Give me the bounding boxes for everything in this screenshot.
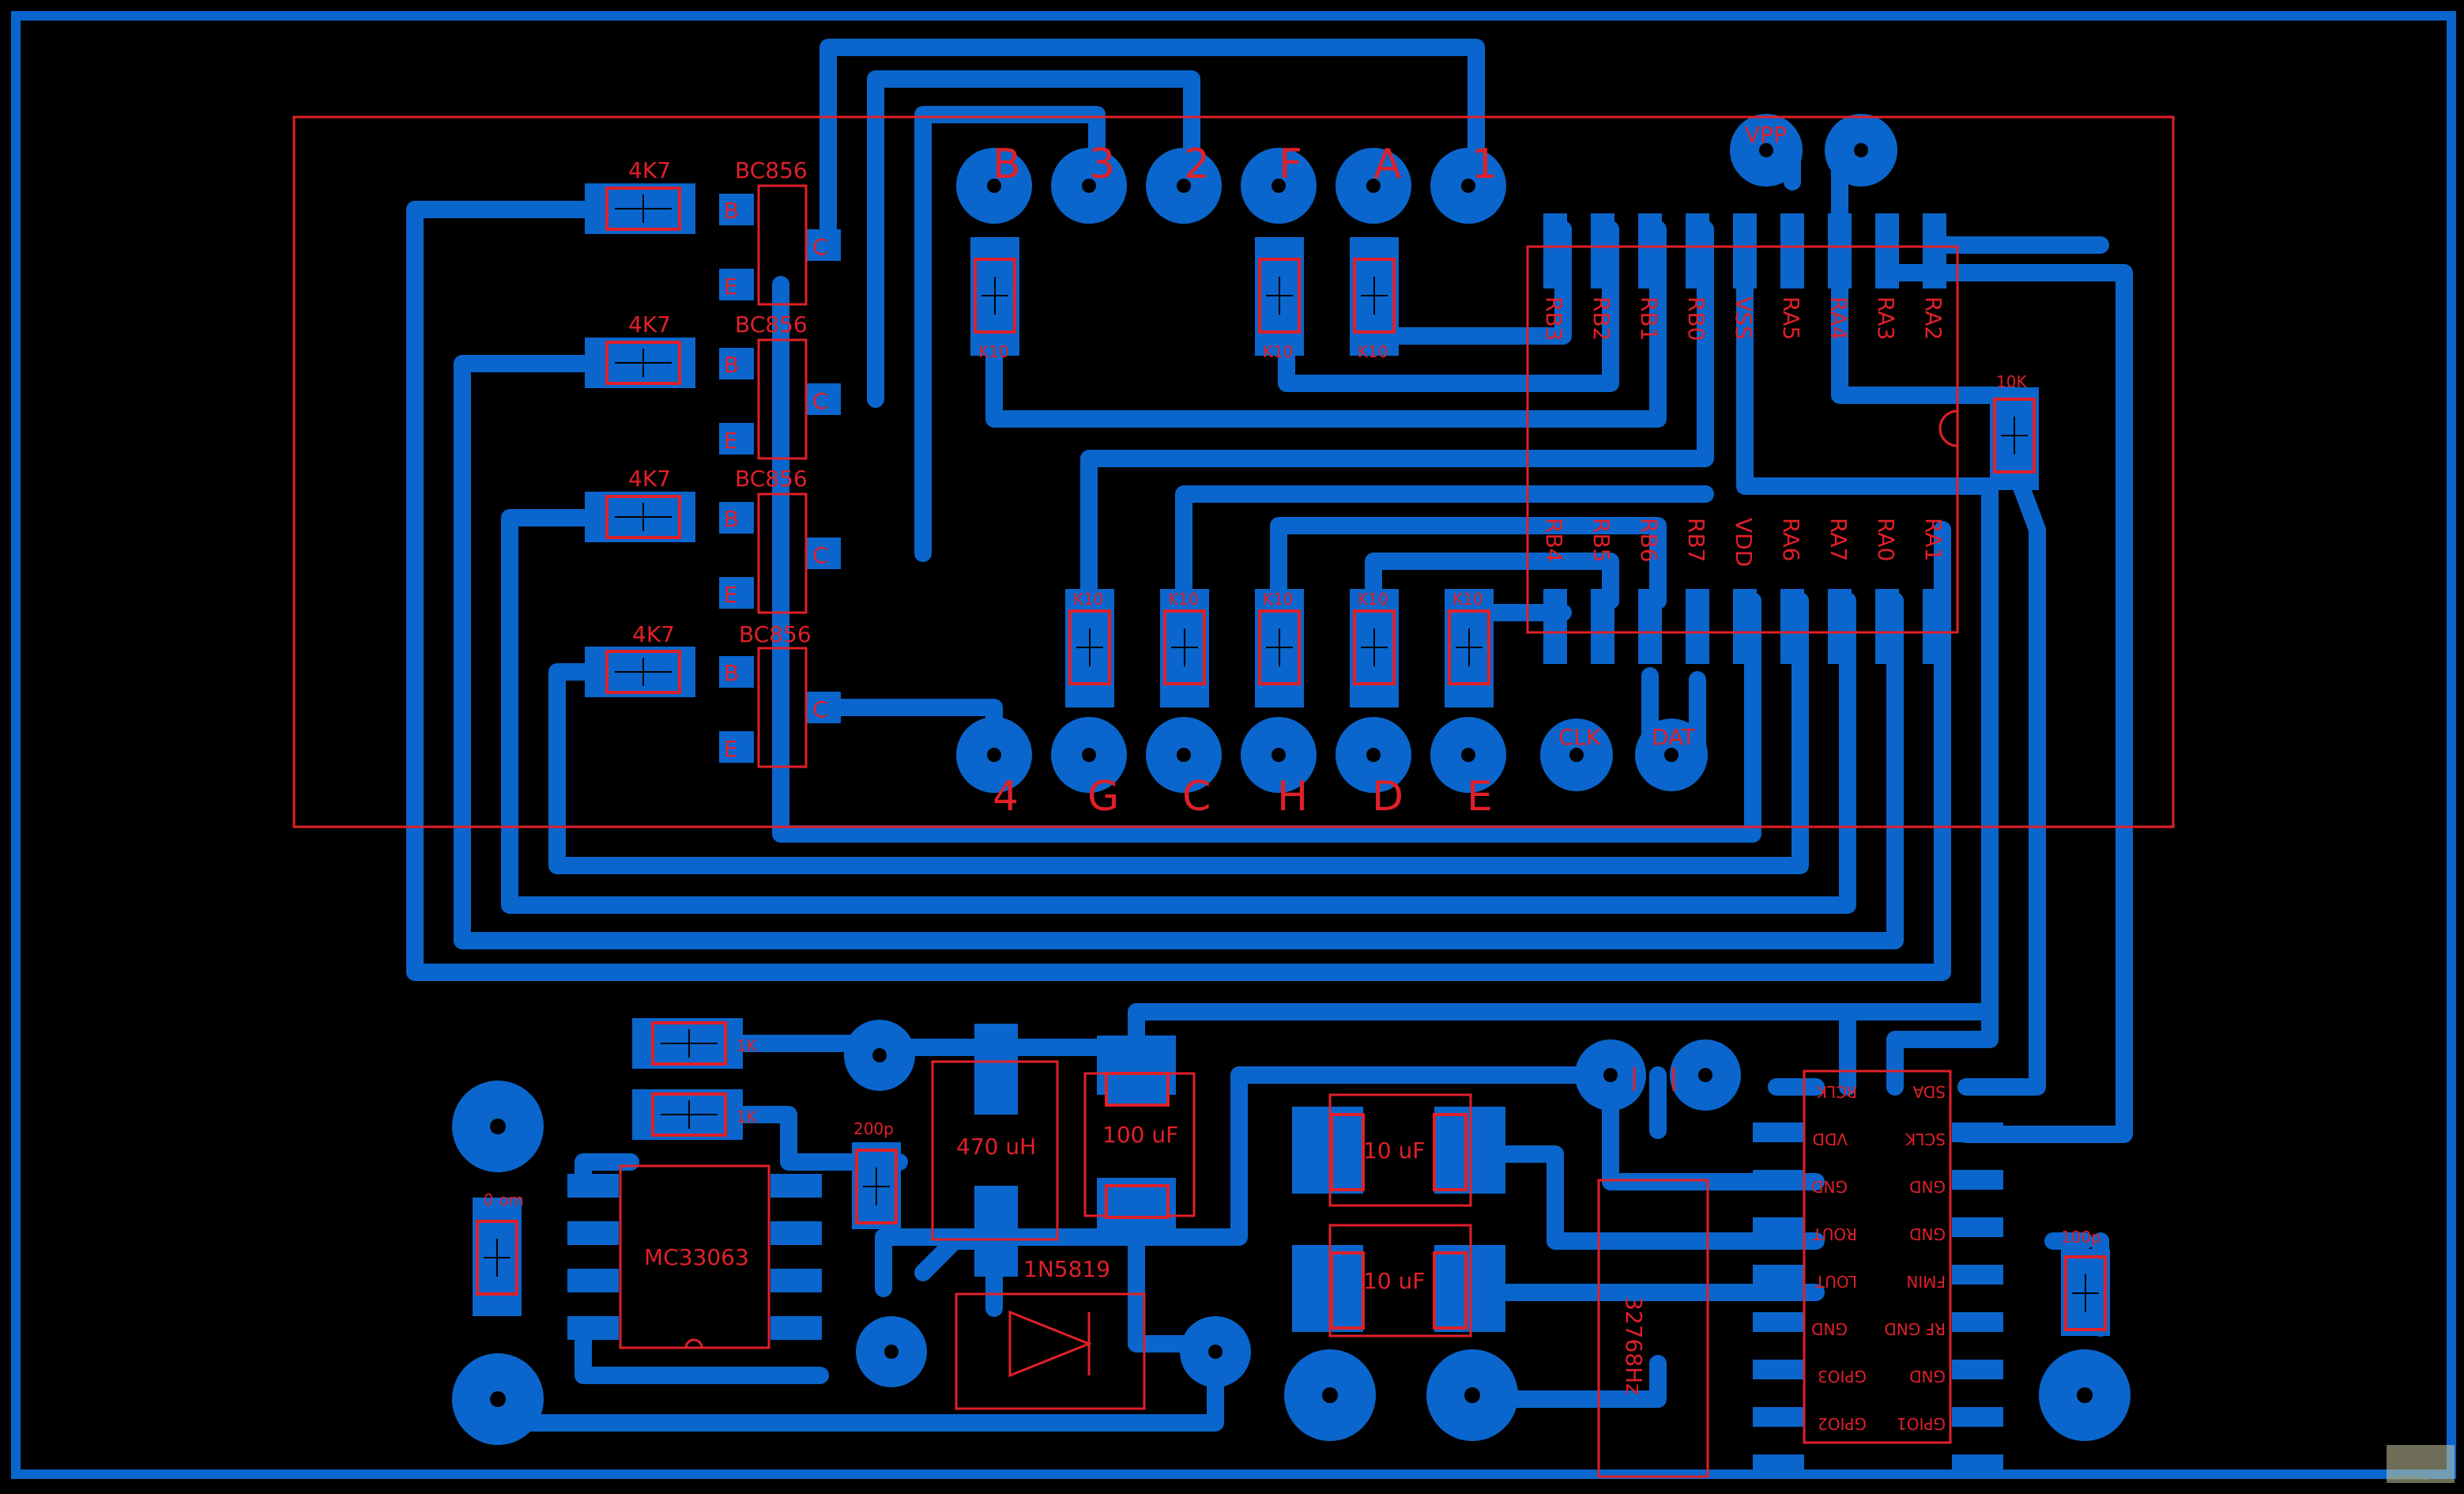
res-label-k10: K10 xyxy=(1358,342,1388,361)
label-dat: DAT xyxy=(1652,724,1696,750)
pad-label-bottom: 4 xyxy=(993,773,1019,821)
cap-label: 200p xyxy=(853,1119,894,1138)
label-clk: CLK xyxy=(1558,724,1601,750)
watermark-text: radiokot.ru xyxy=(2390,1474,2428,1482)
pad-label-top: F xyxy=(1279,141,1302,188)
res-label: 4K7 xyxy=(628,466,671,492)
res-label: 4K7 xyxy=(628,311,671,338)
mcu-pin: RA5 xyxy=(1778,296,1804,340)
cap-label: 100 uF xyxy=(1102,1122,1178,1148)
res-label-k10: K10 xyxy=(1073,590,1104,609)
transistor-label: BC856 xyxy=(735,157,808,183)
transistor-label: BC856 xyxy=(735,466,808,492)
mcu-pin: RA3 xyxy=(1873,296,1899,340)
pad-label-top: B xyxy=(993,141,1021,188)
pin-e: E xyxy=(724,274,738,300)
radio-pin: GND xyxy=(1811,1177,1848,1196)
pad-label-bottom: G xyxy=(1087,773,1119,821)
radio-pin: GPIO1 xyxy=(1897,1414,1946,1433)
diode-label: 1N5819 xyxy=(1023,1256,1110,1282)
radio-pin: GPIO3 xyxy=(1818,1367,1867,1386)
res-label-1k: 1K xyxy=(737,1107,758,1126)
mcu-pin: RB5 xyxy=(1588,518,1614,562)
radio-pin: GND xyxy=(1909,1224,1946,1243)
pin-b: B xyxy=(724,198,739,224)
radio-pin: SDA xyxy=(1912,1082,1946,1101)
res-label: 4K7 xyxy=(632,621,675,647)
silkscreen-labels: 4K7 4K7 4K7 4K7 BC856 BC856 BC856 BC856 … xyxy=(484,122,2101,1433)
board-outline xyxy=(11,11,2456,1479)
res-label-pullup: 10K xyxy=(1996,372,2027,391)
radio-pin: GND xyxy=(1909,1367,1946,1386)
pin-e: E xyxy=(724,582,738,608)
mcu-pin: RB3 xyxy=(1541,296,1567,341)
transistor-label: BC856 xyxy=(735,311,808,338)
mcu-pin: RB6 xyxy=(1636,518,1662,562)
resistor-crosshairs xyxy=(484,194,2099,1312)
radio-pin: GND xyxy=(1909,1177,1946,1196)
res-label-k10: K10 xyxy=(1263,342,1294,361)
pin-e: E xyxy=(724,736,738,762)
res-label-k10: K10 xyxy=(1358,590,1388,609)
pin-c: C xyxy=(812,696,828,722)
pin-c: C xyxy=(812,388,828,414)
label-vpp: VPP xyxy=(1745,122,1787,148)
res-label-k10: K10 xyxy=(1263,590,1294,609)
mcu-pin: RB1 xyxy=(1636,296,1662,341)
pin-b: B xyxy=(724,352,739,378)
pad-label-top: 2 xyxy=(1184,141,1210,188)
pad-label-top: A xyxy=(1373,141,1402,188)
res-label: 4K7 xyxy=(628,157,671,183)
mcu-pin: RA0 xyxy=(1873,518,1899,561)
mcu-pin: RA2 xyxy=(1920,296,1946,340)
pin-e: E xyxy=(724,428,738,454)
mcu-pin: RA4 xyxy=(1825,296,1852,340)
mcu-pin: RB7 xyxy=(1683,518,1709,562)
pin-b: B xyxy=(724,506,739,532)
res-label: 0 om xyxy=(484,1190,524,1209)
res-label-k10: K10 xyxy=(1452,590,1483,609)
display-outline xyxy=(292,115,2175,828)
pin-c: C xyxy=(812,234,828,260)
pad-label-bottom: D xyxy=(1372,773,1403,821)
radio-pin: GND xyxy=(1811,1319,1848,1338)
pad-label-bottom: C xyxy=(1182,773,1211,821)
regulator-label: MC33063 xyxy=(644,1244,749,1270)
pad-label-bottom: E xyxy=(1467,773,1493,821)
pad-label-bottom: H xyxy=(1277,773,1308,821)
radio-pin: LOUT xyxy=(1814,1272,1857,1291)
radio-pin: SCLK xyxy=(1905,1130,1946,1149)
watermark-logo xyxy=(2387,1445,2455,1483)
cap-label: 10 uF xyxy=(1363,1268,1425,1294)
mcu-pin: RA7 xyxy=(1825,518,1852,561)
mcu-pin: VSS xyxy=(1731,296,1757,340)
radio-pin: FMIN xyxy=(1906,1272,1946,1291)
pad-label-top: 1 xyxy=(1471,141,1498,188)
mcu-pin: RB2 xyxy=(1588,296,1614,341)
res-label-k10: K10 xyxy=(1168,590,1199,609)
pad-label-top: 3 xyxy=(1089,141,1115,188)
radio-pin: RF GND xyxy=(1884,1319,1946,1338)
radio-pin: RCLK xyxy=(1816,1082,1857,1101)
radio-pin: VDD xyxy=(1813,1130,1848,1149)
res-label-k10: K10 xyxy=(978,342,1009,361)
mcu-pin: RA6 xyxy=(1778,518,1804,561)
cap-label: 100p xyxy=(2061,1228,2101,1247)
crystal-label: 32768Hz xyxy=(1621,1296,1647,1395)
mcu-pin: RB4 xyxy=(1541,518,1567,562)
radio-pin: ROUT xyxy=(1812,1224,1857,1243)
radio-pin: GPIO2 xyxy=(1818,1414,1867,1433)
cap-label: 10 uF xyxy=(1363,1137,1425,1164)
mcu-outline xyxy=(1526,245,1959,634)
mcu-pin: VDD xyxy=(1731,518,1757,567)
drill-holes xyxy=(490,143,2093,1407)
pin-b: B xyxy=(724,660,739,686)
transistor-label: BC856 xyxy=(739,621,812,647)
inductor-label: 470 uH xyxy=(956,1134,1036,1160)
mcu-pin: RA1 xyxy=(1920,518,1946,561)
mcu-pin: RB0 xyxy=(1683,296,1709,341)
res-label-1k: 1K xyxy=(737,1036,758,1055)
pin-c: C xyxy=(812,542,828,568)
